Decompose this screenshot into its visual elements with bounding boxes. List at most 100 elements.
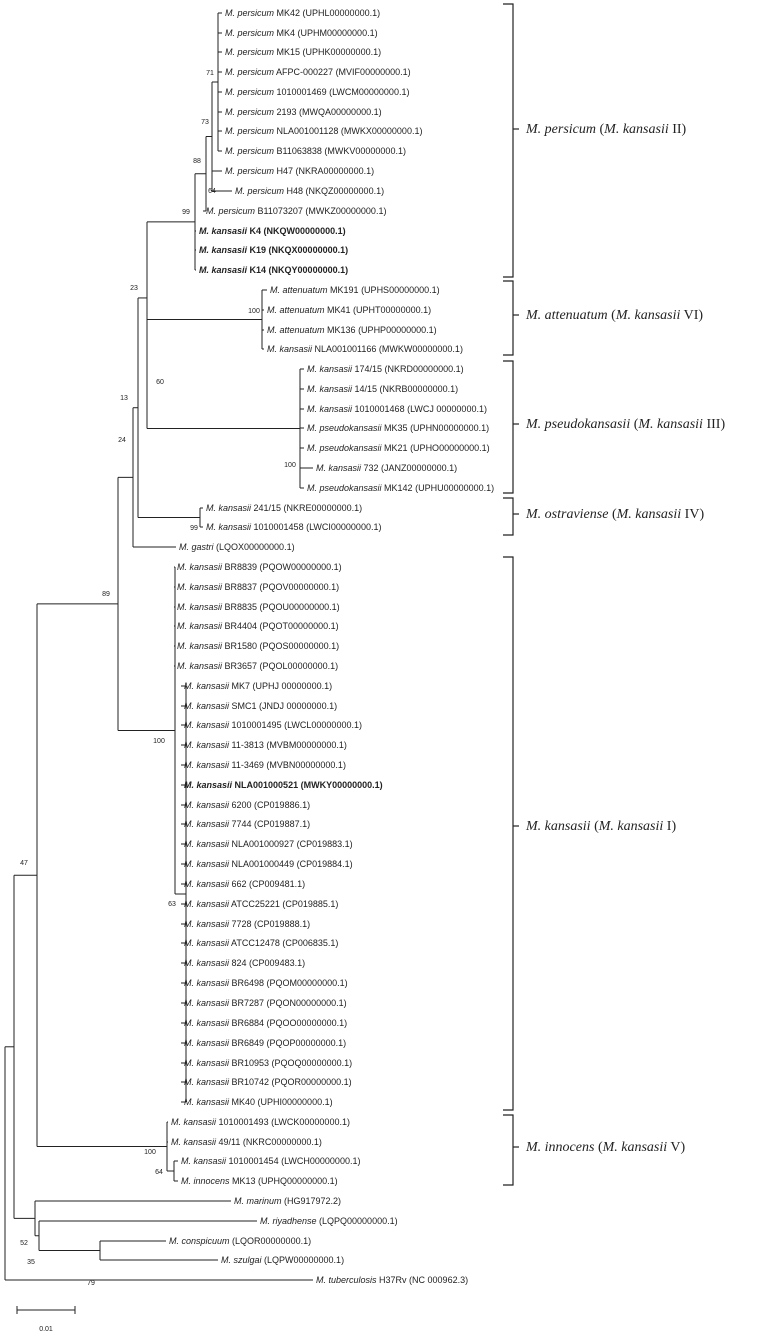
- taxon-accession: (NKQW00000000.1): [261, 226, 346, 236]
- clade-paren-open: (: [634, 417, 639, 432]
- taxon-strain: MK13: [230, 1176, 256, 1186]
- taxon-label: M. marinum (HG917972.2): [234, 1196, 341, 1206]
- taxon-strain: MK191: [328, 285, 359, 295]
- taxon-label: M. kansasii 174/15 (NKRD00000000.1): [307, 364, 464, 374]
- taxon-label: M. kansasii NLA001000521 (MWKY00000000.1…: [184, 780, 383, 790]
- taxon-label: M. kansasii K14 (NKQY00000000.1): [199, 265, 348, 275]
- bootstrap-value: 100: [248, 308, 260, 315]
- taxon-accession: (PQOQ00000000.1): [269, 1058, 352, 1068]
- taxon-label: M. pseudokansasii MK142 (UPHU00000000.1): [307, 483, 494, 493]
- taxon-species: M. riyadhense: [260, 1216, 317, 1226]
- taxon-accession: (UPHK00000000.1): [300, 47, 381, 57]
- taxon-label: M. kansasii BR8837 (PQOV00000000.1): [177, 582, 339, 592]
- taxon-species: M. kansasii: [307, 404, 353, 414]
- taxon-accession: (LQPQ00000000.1): [317, 1216, 398, 1226]
- taxon-species: M. kansasii: [184, 760, 230, 770]
- taxon-accession: (MWKX00000000.1): [338, 126, 422, 136]
- taxon-species: M. persicum: [225, 87, 275, 97]
- taxon-label: M. kansasii SMC1 (JNDJ 00000000.1): [184, 701, 337, 711]
- taxon-strain: ATCC25221: [229, 899, 280, 909]
- taxon-species: M. kansasii: [171, 1117, 217, 1127]
- taxon-strain: AFPC-000227: [274, 67, 333, 77]
- taxon-label: M. persicum B11073207 (MWKZ00000000.1): [206, 206, 386, 216]
- taxon-strain: 11-3813: [229, 740, 264, 750]
- taxon-label: M. persicum H47 (NKRA00000000.1): [225, 166, 374, 176]
- bootstrap-value: 100: [284, 462, 296, 469]
- taxon-strain: NLA001000449: [229, 859, 294, 869]
- clade-bracket: [503, 556, 514, 1111]
- taxon-species: M. kansasii: [184, 839, 230, 849]
- taxon-strain: MK41: [325, 305, 351, 315]
- taxon-species: M. kansasii: [184, 958, 230, 968]
- taxon-species: M. kansasii: [184, 1018, 230, 1028]
- taxon-species: M. tuberculosis: [316, 1275, 377, 1285]
- taxon-strain: H48: [284, 186, 303, 196]
- scale-bar: 0.01: [16, 1306, 76, 1333]
- taxon-label: M. kansasii K4 (NKQW00000000.1): [199, 226, 346, 236]
- taxon-species: M. kansasii: [177, 661, 223, 671]
- taxon-strain: BR7287: [229, 998, 264, 1008]
- taxon-strain: 6200: [229, 800, 252, 810]
- taxon-strain: MK136: [325, 325, 356, 335]
- taxon-accession: (NC 000962.3): [407, 1275, 469, 1285]
- taxon-accession: (CP019885.1): [280, 899, 339, 909]
- taxon-label: M. kansasii 1010001454 (LWCH00000000.1): [181, 1156, 360, 1166]
- taxon-strain: 1010001458: [251, 522, 304, 532]
- taxon-accession: (PQOV00000000.1): [257, 582, 339, 592]
- taxon-accession: (UPHP00000000.1): [356, 325, 437, 335]
- taxon-species: M. kansasii: [177, 621, 223, 631]
- clade-roman: II): [669, 122, 687, 137]
- clade-species: M. kansasii: [525, 819, 594, 834]
- taxon-label: M. kansasii 11-3469 (MVBN00000000.1): [184, 760, 346, 770]
- bootstrap-value: 60: [156, 379, 164, 386]
- clade-species: M. attenuatum: [525, 308, 611, 323]
- taxon-species: M. kansasii: [184, 800, 230, 810]
- bootstrap-value: 100: [153, 738, 165, 745]
- taxon-strain: K14: [247, 265, 266, 275]
- clade-bracket: [503, 360, 514, 494]
- taxon-strain: 1010001493: [216, 1117, 269, 1127]
- taxon-species: M. kansasii: [177, 562, 223, 572]
- clade-paren-species: M. kansasii: [637, 417, 703, 432]
- taxon-strain: 49/11: [216, 1137, 240, 1147]
- taxon-species: M. attenuatum: [267, 305, 325, 315]
- clade-paren-open: (: [611, 308, 616, 323]
- taxon-accession: (UPHI00000000.1): [255, 1097, 333, 1107]
- clade-bracket: [503, 497, 514, 536]
- taxon-label: M. kansasii 14/15 (NKRB00000000.1): [307, 384, 458, 394]
- taxon-strain: NLA001000521: [232, 780, 298, 790]
- taxon-strain: H37Rv: [377, 1275, 408, 1285]
- taxon-species: M. kansasii: [184, 780, 233, 790]
- taxon-species: M. conspicuum: [169, 1236, 230, 1246]
- taxon-label: M. kansasii NLA001000927 (CP019883.1): [184, 839, 353, 849]
- taxon-label: M. kansasii BR10742 (PQOR00000000.1): [184, 1077, 352, 1087]
- taxon-species: M. kansasii: [184, 1038, 230, 1048]
- clade-roman: III): [703, 417, 725, 432]
- scale-bar-label: 0.01: [39, 1326, 53, 1333]
- taxon-label: M. kansasii BR6884 (PQOO00000000.1): [184, 1018, 347, 1028]
- taxon-strain: MK15: [274, 47, 300, 57]
- taxon-label: M. kansasii ATCC25221 (CP019885.1): [184, 899, 338, 909]
- taxon-species: M. kansasii: [199, 226, 248, 236]
- taxon-species: M. pseudokansasii: [307, 483, 383, 493]
- taxon-label: M. kansasii 49/11 (NKRC00000000.1): [171, 1137, 322, 1147]
- bootstrap-value: 88: [193, 158, 201, 165]
- taxon-strain: MK7: [229, 681, 250, 691]
- taxon-strain: BR6884: [229, 1018, 264, 1028]
- taxon-species: M. marinum: [234, 1196, 282, 1206]
- taxon-species: M. pseudokansasii: [307, 423, 383, 433]
- clade-paren-species: M. kansasii: [598, 819, 664, 834]
- taxon-species: M. kansasii: [199, 245, 248, 255]
- taxon-accession: (PQOS00000000.1): [257, 641, 339, 651]
- taxon-label: M. persicum NLA001001128 (MWKX00000000.1…: [225, 126, 422, 136]
- taxon-accession: (CP019887.1): [252, 819, 311, 829]
- bootstrap-value: 99: [190, 525, 198, 532]
- clade-label: M. attenuatum (M. kansasii VI): [525, 308, 703, 323]
- taxon-label: M. kansasii NLA001000449 (CP019884.1): [184, 859, 353, 869]
- taxon-label: M. persicum AFPC-000227 (MVIF00000000.1): [225, 67, 411, 77]
- taxon-species: M. persicum: [225, 28, 275, 38]
- clade-paren-species: M. kansasii: [616, 507, 682, 522]
- taxon-label: M. kansasii BR7287 (PQON00000000.1): [184, 998, 347, 1008]
- taxon-strain: 14/15: [352, 384, 377, 394]
- bootstrap-value: 23: [130, 285, 138, 292]
